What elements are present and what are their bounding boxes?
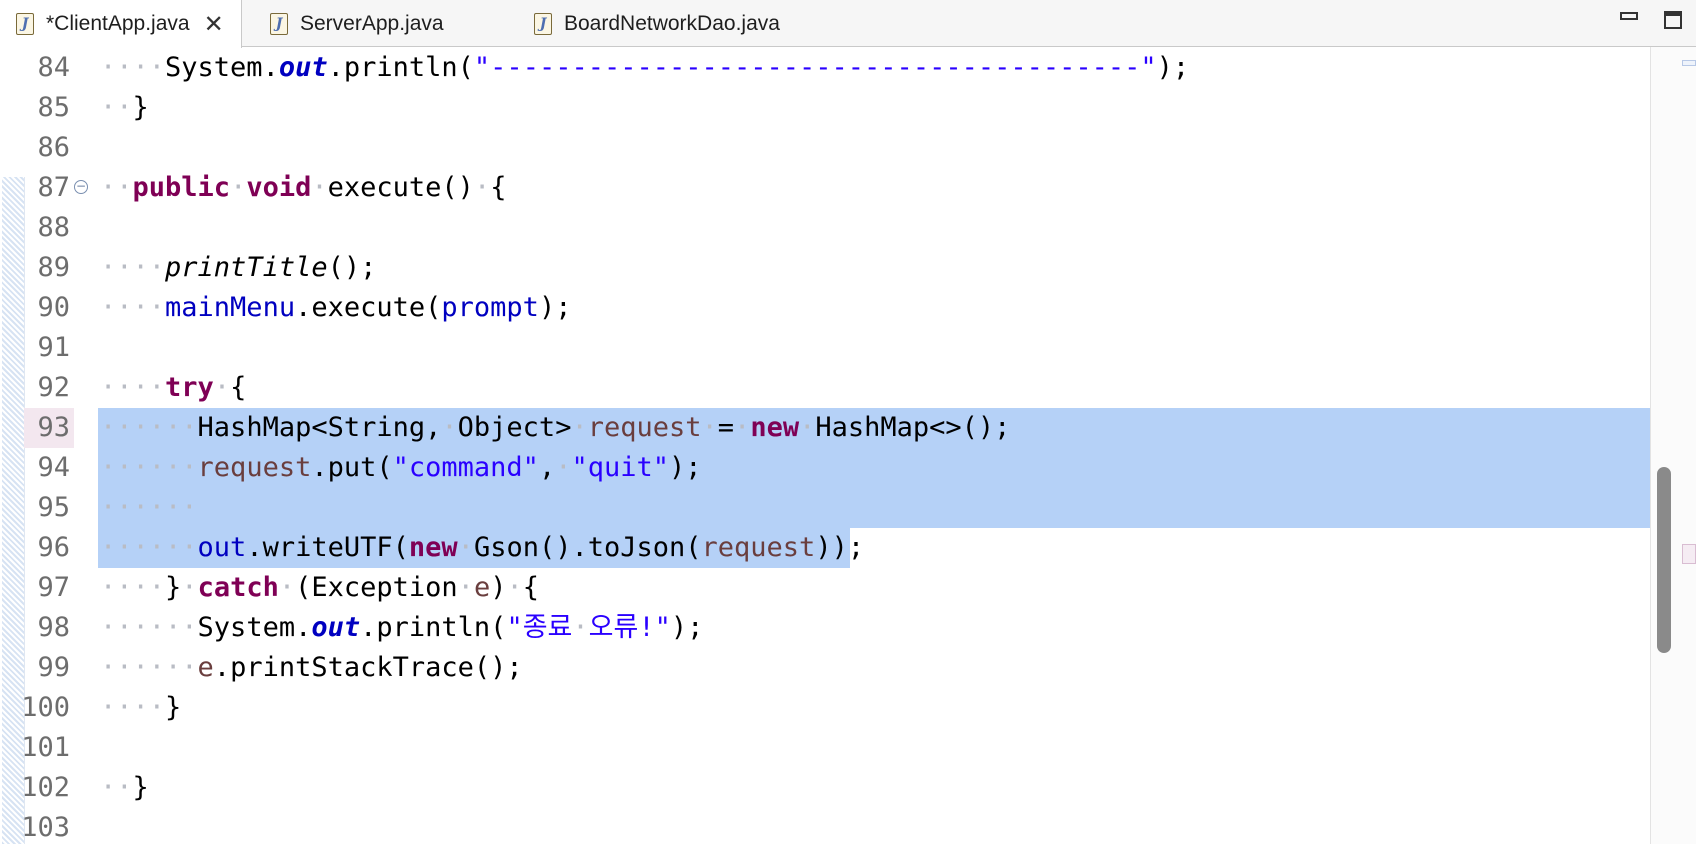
overview-ruler: [1650, 47, 1696, 844]
code-line[interactable]: 99 ······e.printStackTrace();: [0, 648, 1650, 688]
vertical-scrollbar-thumb[interactable]: [1657, 467, 1671, 653]
line-number: 94: [37, 452, 70, 483]
text-selection: [98, 528, 850, 568]
change-ruler: [2, 177, 25, 844]
code-line[interactable]: 92 ····try·{: [0, 368, 1650, 408]
tab-label: *ClientApp.java: [46, 12, 190, 35]
line-number: 86: [37, 132, 70, 163]
line-number: 97: [37, 572, 70, 603]
code-text: ··public·void·execute()·{: [100, 172, 507, 203]
line-number: 102: [21, 772, 70, 803]
current-line-gutter-highlight: [24, 408, 74, 448]
line-number: 91: [37, 332, 70, 363]
code-line[interactable]: 101: [0, 728, 1650, 768]
fold-collapse-icon[interactable]: −: [74, 179, 88, 194]
line-number: 90: [37, 292, 70, 323]
code-line[interactable]: 86: [0, 128, 1650, 168]
line-number: 100: [21, 692, 70, 723]
code-text: ······e.printStackTrace();: [100, 652, 523, 683]
overview-marker[interactable]: [1682, 60, 1696, 66]
code-text: ····}: [100, 692, 182, 723]
code-text: ······System.out.println("종료·오류!");: [100, 612, 704, 643]
code-line[interactable]: 100 ····}: [0, 688, 1650, 728]
tab-serverapp[interactable]: J ServerApp.java: [270, 0, 500, 47]
line-number: 88: [37, 212, 70, 243]
line-number: 96: [37, 532, 70, 563]
code-line[interactable]: 93 ······HashMap<String,·Object>·request·…: [0, 408, 1650, 448]
close-icon[interactable]: ✕: [203, 10, 224, 38]
tab-label: ServerApp.java: [300, 11, 444, 35]
java-file-icon: J: [270, 12, 288, 35]
code-text: ······out.writeUTF(new·Gson().toJson(req…: [100, 532, 865, 563]
code-line[interactable]: 96 ······out.writeUTF(new·Gson().toJson(r…: [0, 528, 1650, 568]
code-line[interactable]: 94 ······request.put("command",·"quit");: [0, 448, 1650, 488]
code-line[interactable]: 103: [0, 808, 1650, 844]
code-line[interactable]: 88: [0, 208, 1650, 248]
line-number: 85: [37, 92, 70, 123]
tab-clientapp[interactable]: J *ClientApp.java ✕: [0, 0, 242, 48]
code-line[interactable]: 91: [0, 328, 1650, 368]
code-text: ····try·{: [100, 372, 247, 403]
code-text: ··}: [100, 92, 149, 123]
code-text: ····mainMenu.execute(prompt);: [100, 292, 572, 323]
line-number: 98: [37, 612, 70, 643]
tab-label: BoardNetworkDao.java: [564, 11, 780, 35]
line-number: 93: [37, 412, 70, 443]
code-text: ····printTitle();: [100, 252, 377, 283]
java-file-icon: J: [16, 13, 34, 35]
line-number: 84: [37, 52, 70, 83]
text-selection: [98, 448, 1650, 488]
code-text: ······request.put("command",·"quit");: [100, 452, 702, 483]
code-line[interactable]: 85 ··}: [0, 88, 1650, 128]
code-text: ······: [100, 492, 198, 523]
code-line[interactable]: 98 ······System.out.println("종료·오류!");: [0, 608, 1650, 648]
overview-marker[interactable]: [1682, 544, 1696, 564]
maximize-icon[interactable]: [1664, 11, 1682, 29]
code-editor[interactable]: 84 ····System.out.println("--------------…: [0, 47, 1696, 844]
line-number: 99: [37, 652, 70, 683]
code-text: ····}·catch·(Exception·e)·{: [100, 572, 539, 603]
text-selection: [98, 488, 1650, 528]
code-text: ······HashMap<String,·Object>·request·=·…: [100, 412, 1011, 443]
line-number: 89: [37, 252, 70, 283]
code-line[interactable]: 89 ····printTitle();: [0, 248, 1650, 288]
code-line[interactable]: 95 ······: [0, 488, 1650, 528]
code-line[interactable]: 97 ····}·catch·(Exception·e)·{: [0, 568, 1650, 608]
java-file-icon: J: [534, 12, 552, 35]
line-number: 92: [37, 372, 70, 403]
code-line[interactable]: 87−··public·void·execute()·{: [0, 168, 1650, 208]
line-number: 103: [21, 812, 70, 843]
code-line[interactable]: 84 ····System.out.println("--------------…: [0, 48, 1650, 88]
line-number: 101: [21, 732, 70, 763]
code-line[interactable]: 102 ··}: [0, 768, 1650, 808]
code-text: ····System.out.println("----------------…: [100, 52, 1190, 83]
line-number: 87: [37, 172, 70, 203]
minimize-icon[interactable]: [1620, 12, 1638, 20]
code-line[interactable]: 90 ····mainMenu.execute(prompt);: [0, 288, 1650, 328]
line-number: 95: [37, 492, 70, 523]
code-text: ··}: [100, 772, 149, 803]
tab-boardnetworkdao[interactable]: J BoardNetworkDao.java: [534, 0, 834, 47]
text-selection: [98, 408, 1650, 448]
editor-tab-bar: J *ClientApp.java ✕ J ServerApp.java J B…: [0, 0, 1696, 48]
